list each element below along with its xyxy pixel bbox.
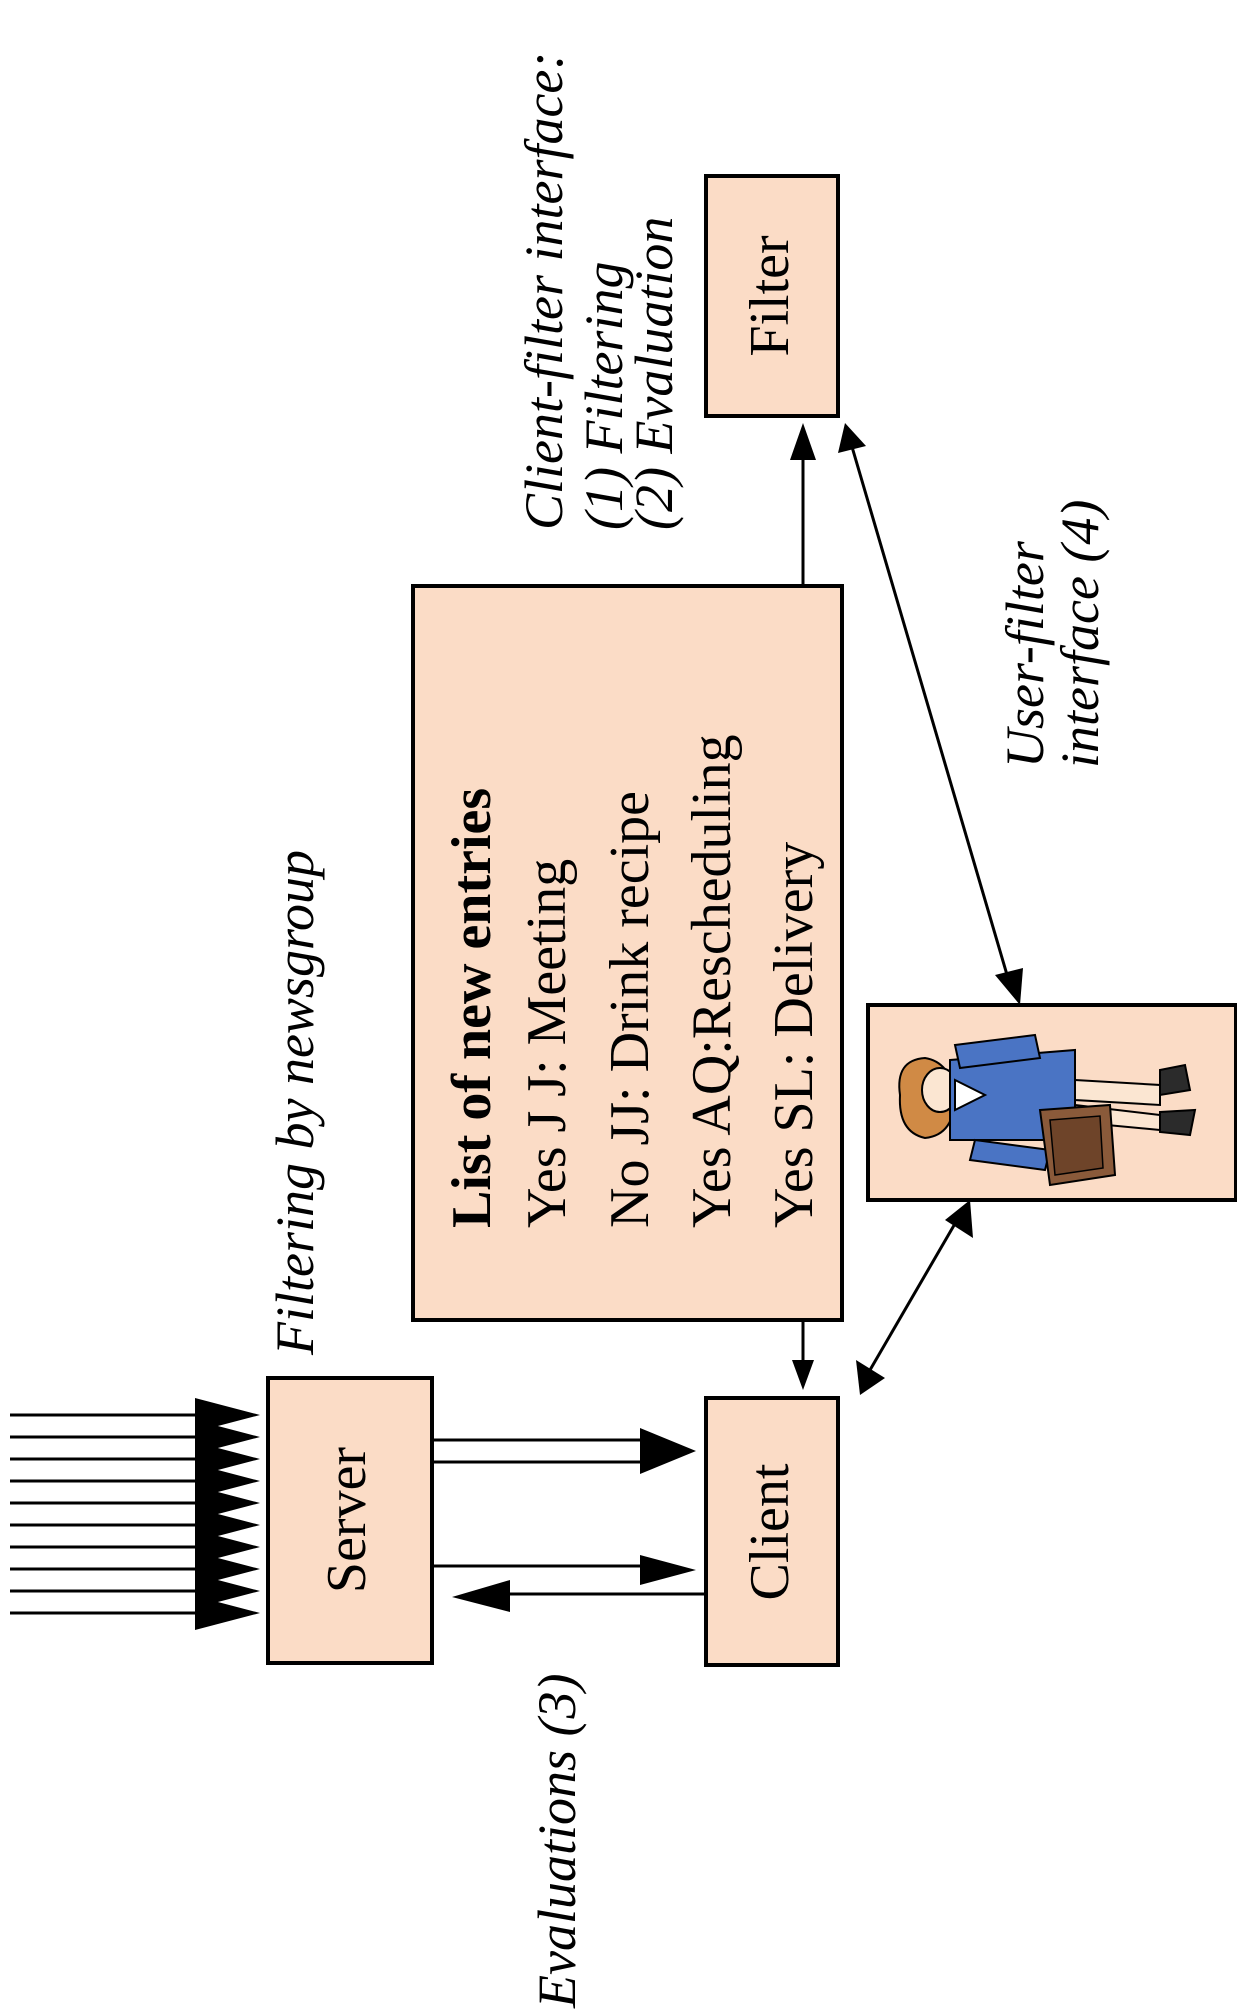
user-filter-interface-line-1: User-filter: [995, 540, 1055, 768]
news-feed-arrows: [10, 1398, 260, 1630]
entry-item: No JJ: Drink recipe: [599, 791, 661, 1228]
entry-item: Yes SL: Delivery: [763, 842, 825, 1228]
filter-label: Filter: [739, 235, 801, 357]
user-filter-interface-line-2: interface (4): [1050, 500, 1110, 768]
entry-item: Yes AQ:Rescheduling: [681, 734, 743, 1228]
user-filter-interface-note: User-filter interface (4): [995, 500, 1110, 768]
server-to-client-arrow-2: [432, 1555, 696, 1585]
filtering-by-newsgroup-label: Filtering by newsgroup: [265, 850, 325, 1356]
server-label: Server: [316, 1447, 378, 1594]
client-filter-interface-note: Client-filter interface: (1) Filtering (…: [514, 52, 684, 530]
client-label: Client: [739, 1463, 801, 1600]
list-to-filter-arrow: [790, 423, 816, 586]
server-to-client-arrow: [432, 1428, 696, 1474]
evaluations-label: Evaluations (3): [527, 1674, 587, 2009]
client-filter-interface-title: Client-filter interface:: [514, 52, 574, 530]
entry-item: Yes J J: Meeting: [516, 859, 578, 1228]
entries-list-title: List of new entries: [441, 788, 503, 1228]
evaluations-arrow: [452, 1580, 706, 1612]
client-filter-interface-item-2: (2) Evaluation: [624, 217, 684, 530]
user-client-double-arrow: [856, 1200, 973, 1395]
list-to-client-arrow: [792, 1320, 814, 1390]
